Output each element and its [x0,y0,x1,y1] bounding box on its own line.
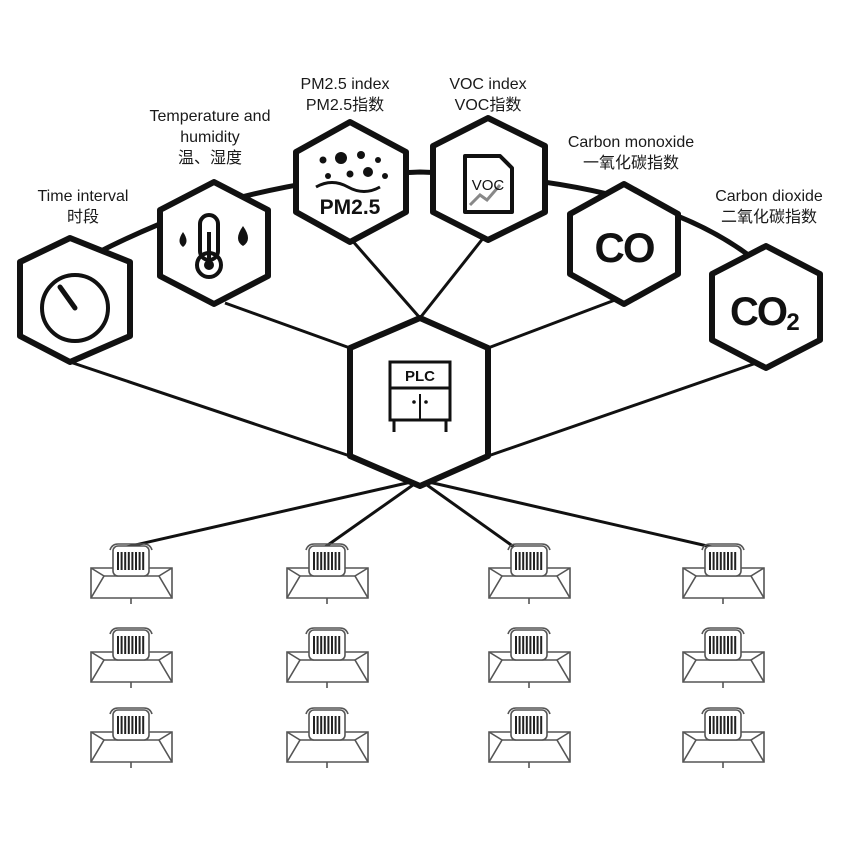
duct-fan-icon [90,627,173,688]
hexagon-time-interval [17,235,133,365]
label-voc-index: VOC index VOC指数 [449,76,527,114]
label-time-interval: Time interval 时段 [37,188,129,226]
duct-fan-icon [286,543,369,604]
hexagon-co: CO [567,181,681,307]
label-temperature-humidity: Temperature and humidity 温、湿度 [149,108,271,167]
sensor-arc [28,169,782,297]
duct-fan-icon [488,543,571,604]
co2-icon-subscript: 2 [786,309,799,336]
duct-fan-icon [286,627,369,688]
voc-icon-text: VOC [472,177,505,194]
plc-cabinet-icon: PLC [388,360,452,432]
hexagon-temperature-humidity [157,179,271,307]
sensor-links [69,231,766,458]
duct-fan-icon [682,707,765,768]
duct-fan-icon [488,627,571,688]
duct-fan-icon [682,627,765,688]
pm25-particles-icon [315,151,388,193]
duct-fan-icon [682,543,765,604]
label-carbon-dioxide: Carbon dioxide 二氧化碳指数 [715,188,823,226]
fan-links [121,478,717,554]
plc-label: PLC [405,368,435,385]
duct-fan-icon [286,707,369,768]
co-icon-text: CO [595,224,654,271]
label-pm25-index: PM2.5 index PM2.5指数 [300,76,390,114]
label-carbon-monoxide: Carbon monoxide 一氧化碳指数 [567,134,695,172]
hexagon-voc: VOC [430,115,548,243]
duct-fan-icon [90,543,173,604]
thermometer-droplets-icon [179,213,248,279]
hexagon-plc: PLC [347,315,491,489]
duct-fan-icon [90,707,173,768]
voc-document-icon: VOC [463,154,514,214]
fan-grid [90,543,765,768]
hexagon-pm25: PM2.5 [293,119,409,245]
pm25-icon-text: PM2.5 [320,196,381,219]
stopwatch-icon [40,273,110,343]
duct-fan-icon [488,707,571,768]
co2-icon-text: CO [730,290,787,334]
hexagon-co2: CO 2 [709,243,823,371]
